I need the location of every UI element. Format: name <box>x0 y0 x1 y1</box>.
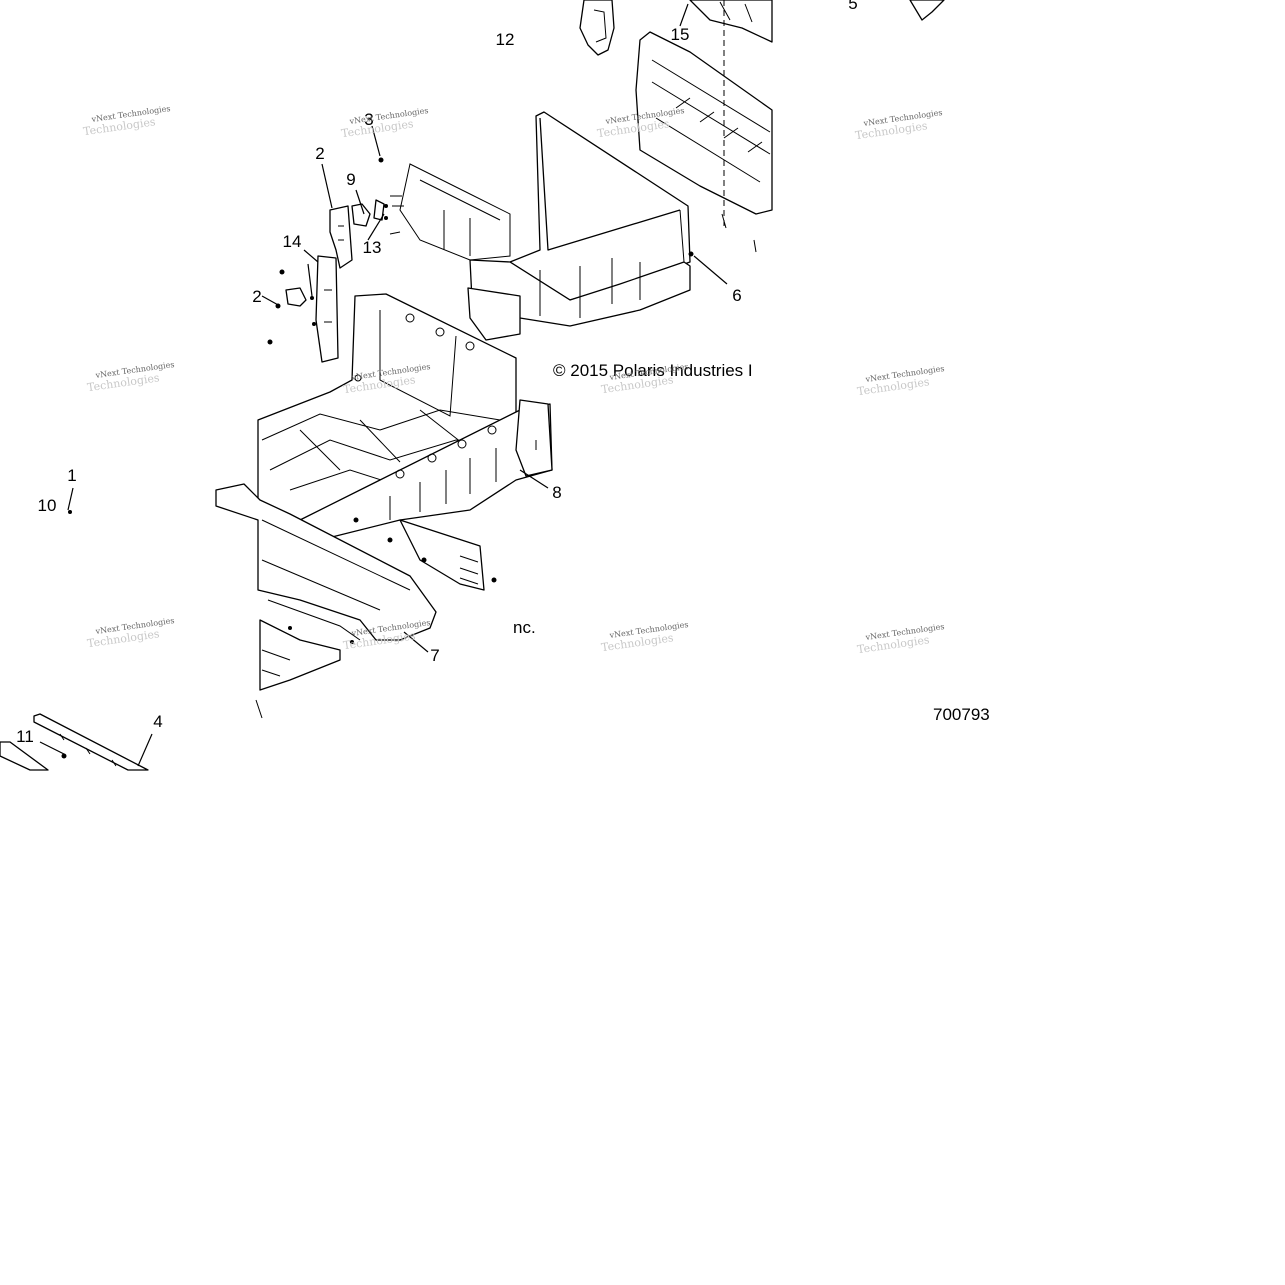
copyright-text: © 2015 Polaris Industries I <box>553 361 753 380</box>
watermark: vNext Technologies Technologies <box>86 616 175 650</box>
watermark: vNext Technologies Technologies <box>600 620 689 654</box>
diagram-number: 700793 <box>933 705 990 724</box>
watermark: vNext Technologies Technologies <box>342 618 431 652</box>
callout-13: 13 <box>363 238 382 257</box>
callout-15: 15 <box>671 25 690 44</box>
callout-12: 12 <box>496 30 515 49</box>
callout-labels: 1 10 2 3 4 5 6 7 8 9 11 12 2 13 14 15 <box>16 0 858 746</box>
callout-6: 6 <box>732 286 741 305</box>
callout-8: 8 <box>552 483 561 502</box>
lower-front-panel <box>215 483 497 719</box>
callout-7: 7 <box>430 646 439 665</box>
copyright-text-continued: nc. <box>513 618 536 637</box>
upper-bracket-assembly <box>579 0 773 253</box>
callout-9: 9 <box>346 170 355 189</box>
callout-3: 3 <box>364 110 373 129</box>
watermark: vNext Technologies Technologies <box>856 622 945 656</box>
watermark: vNext Technologies Technologies <box>86 360 175 394</box>
side-rail <box>299 399 553 541</box>
callout-14: 14 <box>283 232 302 251</box>
watermark: vNext Technologies Technologies <box>340 106 429 140</box>
watermark: vNext Technologies Technologies <box>82 104 171 138</box>
callout-2: 2 <box>315 144 324 163</box>
callout-4: 4 <box>153 712 162 731</box>
lower-left-strip <box>0 510 149 771</box>
callout-5: 5 <box>848 0 857 13</box>
callout-10: 10 <box>38 496 57 515</box>
callout-12-partial: 2 <box>252 287 261 306</box>
callout-1: 1 <box>67 466 76 485</box>
top-right-fragment <box>909 0 945 21</box>
left-brackets <box>267 157 404 363</box>
leader-lines <box>39 3 728 767</box>
watermark: vNext Technologies Technologies <box>856 364 945 398</box>
bed-tub-upper <box>399 111 694 341</box>
callout-11: 11 <box>16 727 34 746</box>
watermark: vNext Technologies Technologies <box>854 108 943 142</box>
